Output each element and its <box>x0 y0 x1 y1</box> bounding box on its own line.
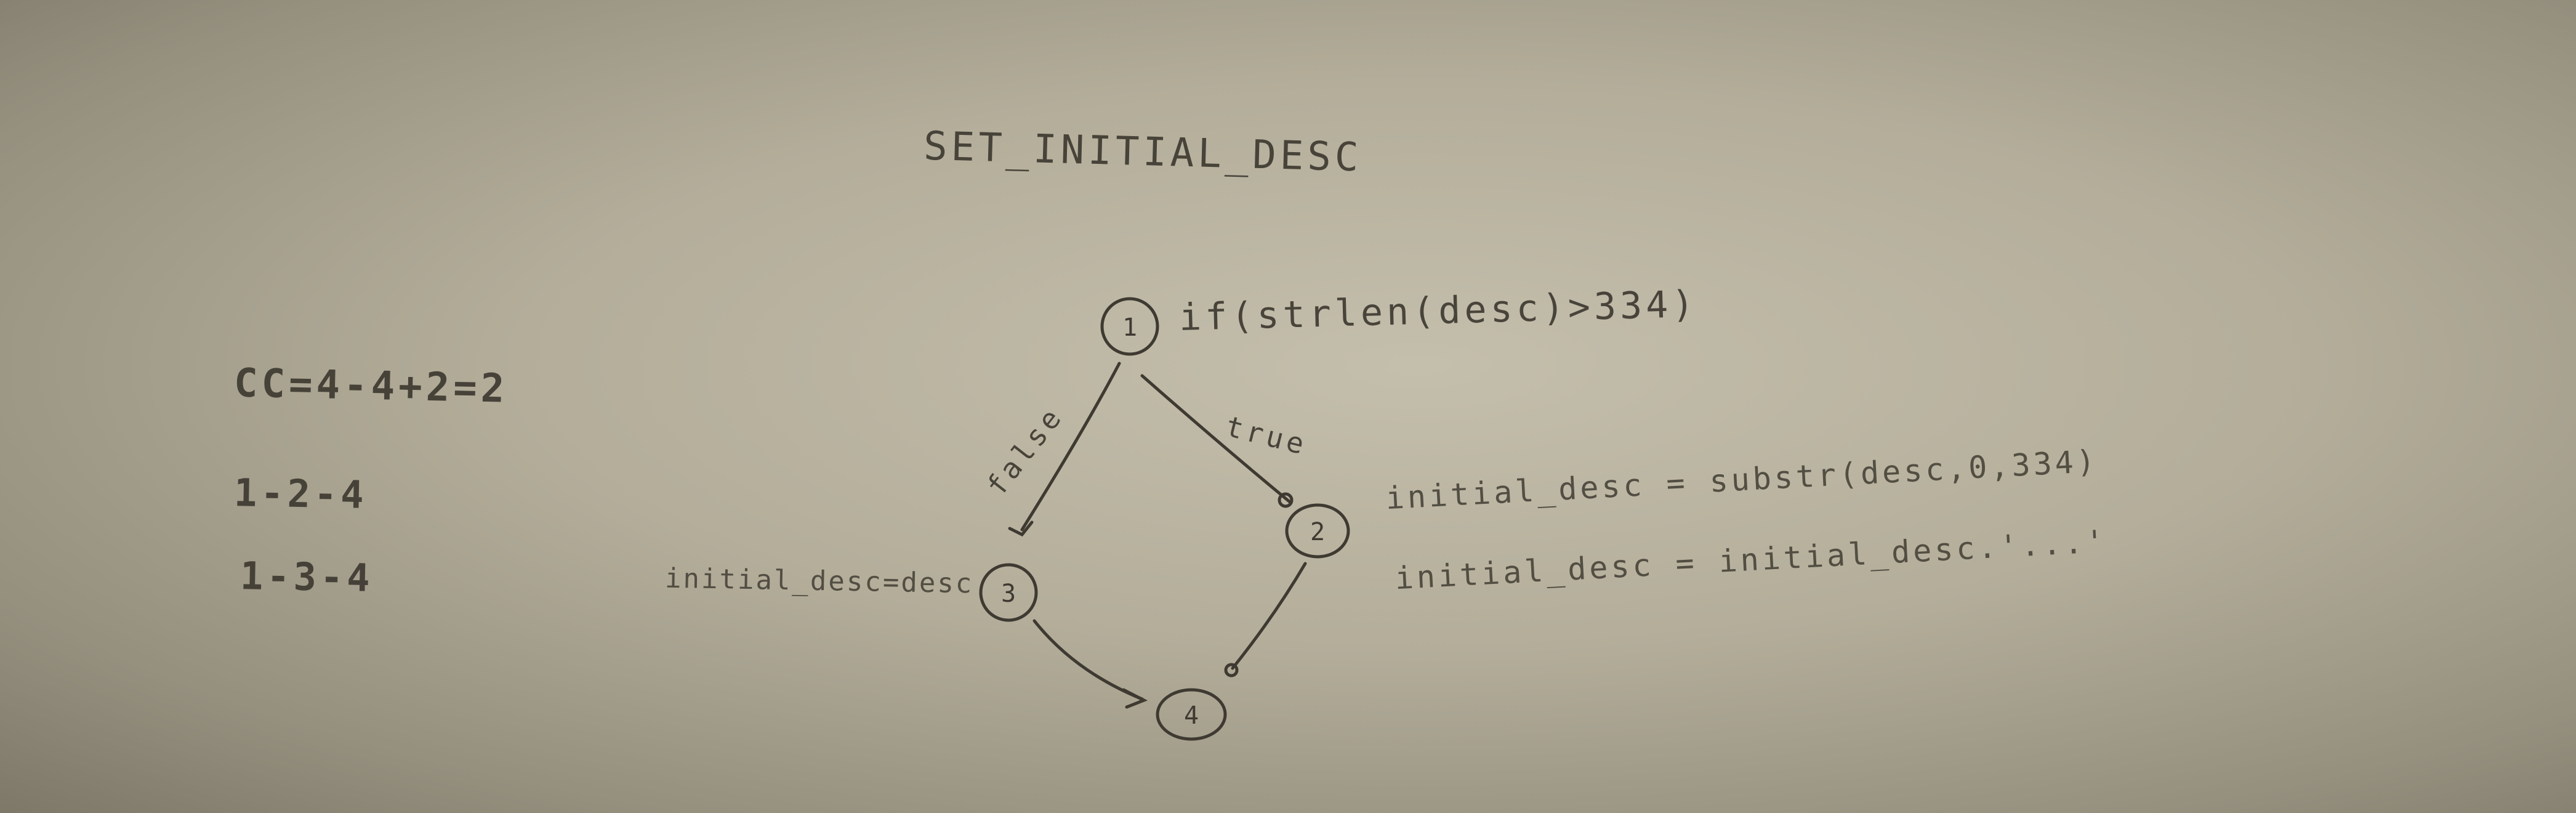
edge-3-to-4 <box>1032 619 1144 701</box>
node-1 <box>1100 297 1159 356</box>
node-2-id: 2 <box>1310 518 1325 546</box>
edge-2-to-4 <box>1231 562 1307 670</box>
edge-1-to-3 <box>1020 362 1121 532</box>
node-2 <box>1285 503 1350 559</box>
edge-1-to-2 <box>1140 374 1292 504</box>
arrowhead-1-to-2 <box>1278 492 1294 508</box>
node-3 <box>979 563 1038 622</box>
node-4 <box>1156 688 1227 741</box>
node-4-id: 4 <box>1184 702 1199 730</box>
node-3-id: 3 <box>1001 580 1016 608</box>
arrowhead-3-to-4 <box>1122 688 1148 709</box>
arrowhead-2-to-4 <box>1224 663 1239 678</box>
arrowhead-1-to-3 <box>1008 520 1034 537</box>
node-1-id: 1 <box>1122 313 1137 342</box>
